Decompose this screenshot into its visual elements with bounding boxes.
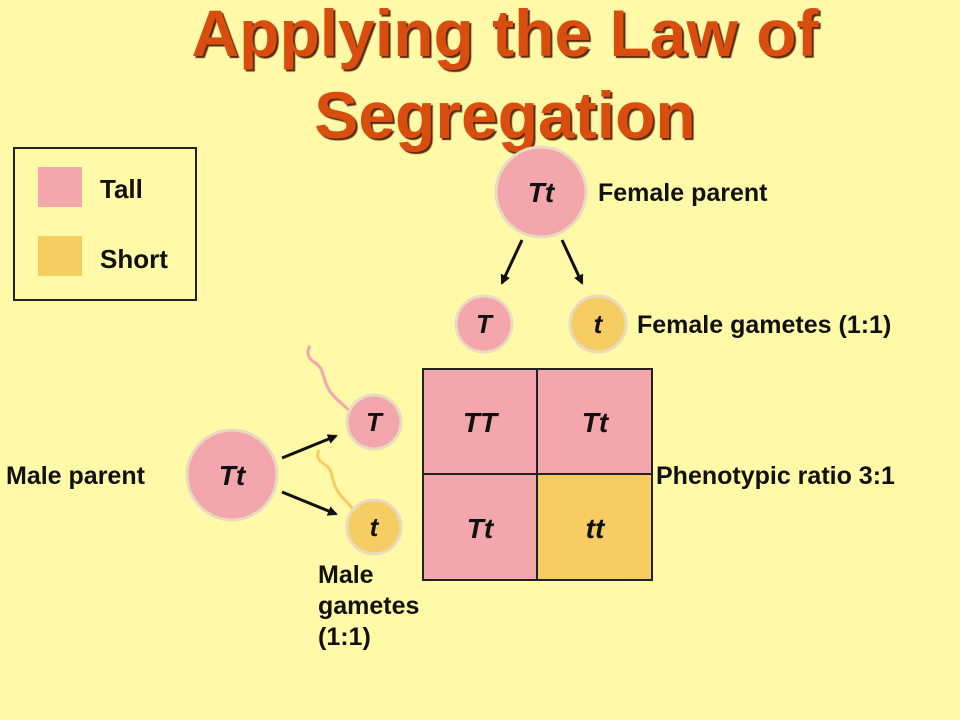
male-gametes-label-line-1: Male bbox=[318, 561, 374, 589]
male-gamete-T-label: T bbox=[366, 407, 384, 437]
slide-title-line-2: Segregation bbox=[314, 78, 696, 152]
punnett-genotype-r1-c2: Tt bbox=[582, 407, 610, 438]
arrow-male-to-T bbox=[281, 434, 338, 460]
punnett-cell-r1-c1 bbox=[422, 368, 538, 475]
arrow-female-to-t bbox=[560, 239, 584, 285]
male-gametes-label-line-2: gametes bbox=[318, 592, 419, 620]
female-gamete-T bbox=[454, 294, 514, 354]
female-parent-cell bbox=[494, 145, 588, 239]
punnett-genotype-r2-c1: Tt bbox=[467, 513, 495, 544]
phenotypic-ratio-label: Phenotypic ratio 3:1 bbox=[656, 462, 895, 490]
slide-title-line-1: Applying the Law of bbox=[191, 0, 819, 70]
punnett-cell-r2-c2 bbox=[536, 473, 653, 581]
arrow-female-to-T bbox=[500, 239, 524, 285]
punnett-square: TT Tt Tt tt bbox=[422, 368, 653, 581]
male-gamete-T bbox=[345, 393, 403, 451]
female-gametes-label: Female gametes (1:1) bbox=[637, 311, 891, 339]
legend-swatch-tall bbox=[38, 167, 82, 207]
female-parent-genotype: Tt bbox=[528, 177, 556, 208]
male-gametes-label-line-3: (1:1) bbox=[318, 623, 371, 651]
male-parent-genotype: Tt bbox=[219, 460, 247, 491]
female-gametes: T t Female gametes (1:1) bbox=[454, 294, 891, 354]
male-parent-cell bbox=[185, 428, 279, 522]
female-parent: Tt Female parent bbox=[494, 145, 768, 239]
legend-swatch-short bbox=[38, 236, 82, 276]
punnett-genotype-r1-c1: TT bbox=[463, 407, 500, 438]
male-gamete-t bbox=[345, 498, 403, 556]
female-gamete-t bbox=[568, 294, 628, 354]
legend: Tall Short bbox=[13, 147, 197, 301]
female-gamete-T-label: T bbox=[476, 309, 494, 339]
punnett-cell-r2-c1 bbox=[422, 473, 538, 581]
female-gamete-t-label: t bbox=[594, 309, 604, 339]
sperm-tail-t bbox=[316, 449, 362, 521]
male-gamete-t-label: t bbox=[370, 512, 380, 542]
punnett-genotype-r2-c2: tt bbox=[586, 513, 606, 544]
sperm-tail-T bbox=[306, 345, 358, 421]
legend-label-tall: Tall bbox=[100, 174, 143, 204]
male-gametes: T t Male gametes (1:1) bbox=[318, 393, 419, 651]
legend-label-short: Short bbox=[100, 244, 168, 274]
male-parent-label: Male parent bbox=[6, 462, 146, 490]
male-parent: Tt Male parent bbox=[6, 428, 279, 522]
arrow-male-to-t bbox=[281, 490, 338, 516]
female-parent-label: Female parent bbox=[598, 179, 768, 207]
